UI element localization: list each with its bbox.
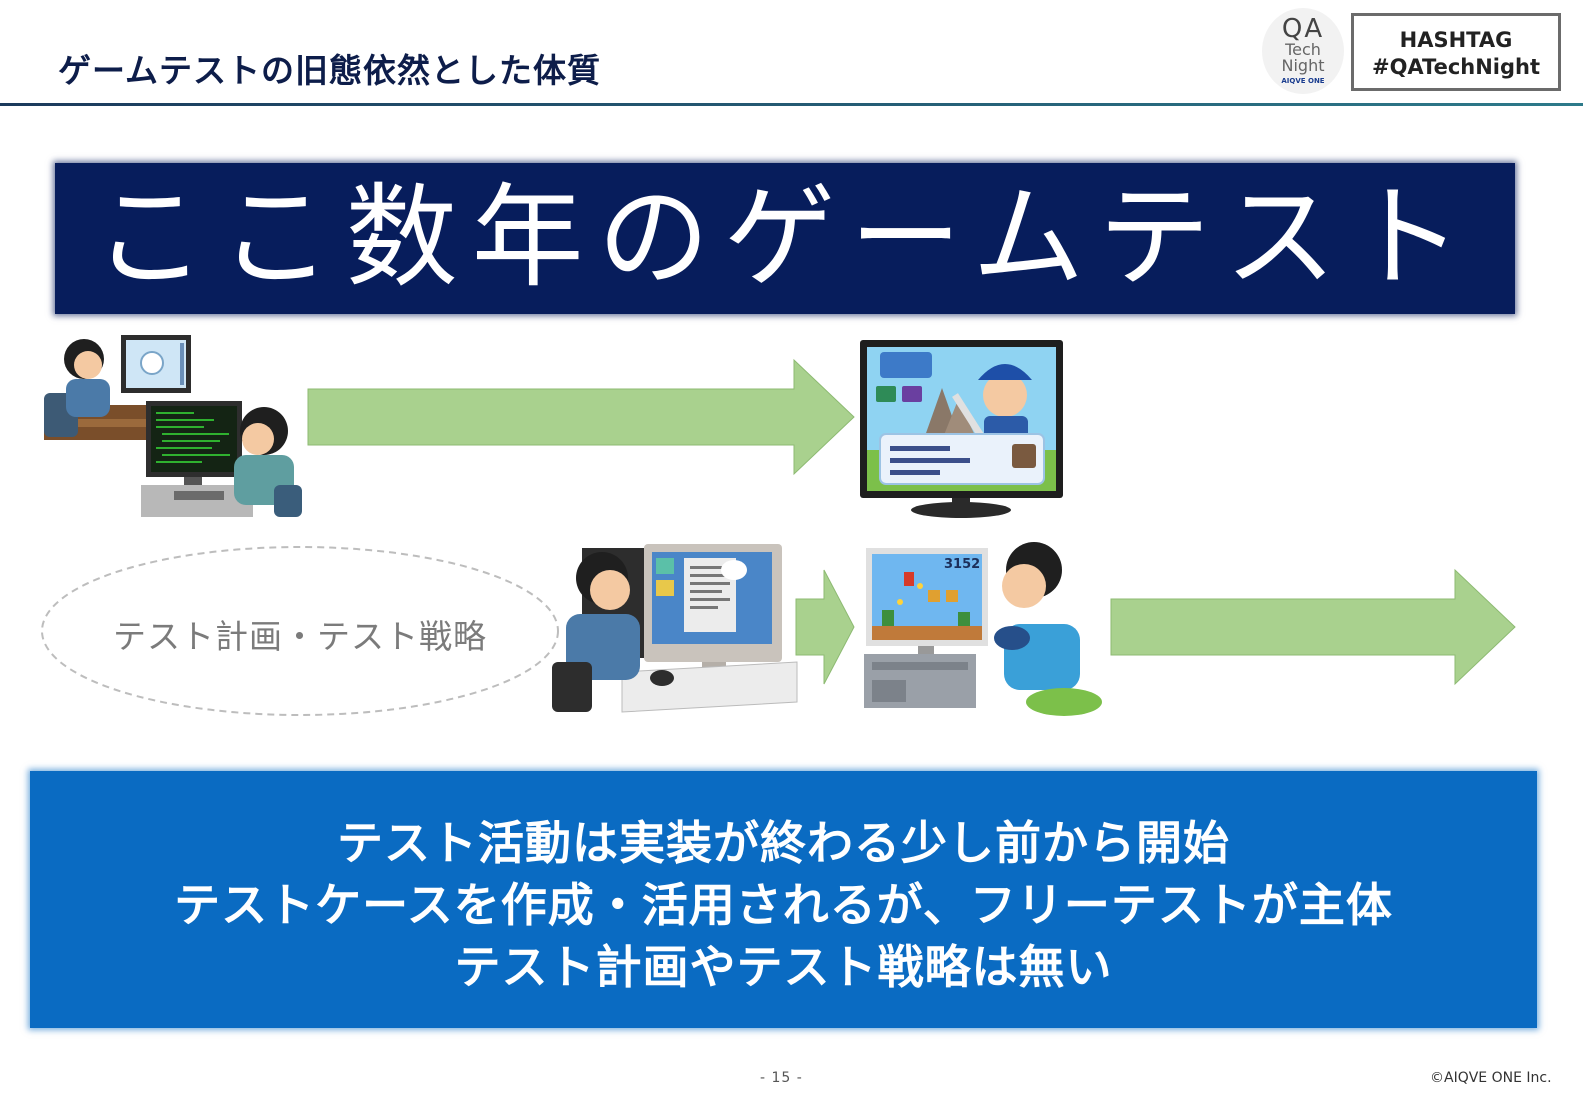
hashtag-label: HASHTAG [1399, 28, 1513, 52]
right-arrow-icon [795, 569, 855, 685]
logo-company: AIQVE ONE [1281, 77, 1325, 85]
test-planning-label: テスト計画・テスト戦略 [113, 617, 487, 656]
hashtag-box: HASHTAG #QATechNight [1351, 13, 1561, 91]
summary-line-1: テスト活動は実装が終わる少し前から開始 [337, 816, 1230, 870]
test-planning-ellipse [41, 546, 559, 716]
game-monitor-illustration [860, 340, 1063, 518]
right-arrow-icon [1110, 568, 1516, 686]
summary-box: テスト活動は実装が終わる少し前から開始 テストケースを作成・活用されるが、フリー… [30, 771, 1537, 1028]
logo-tech: Tech [1285, 40, 1321, 59]
game-score: 3152 [944, 557, 980, 572]
headline-banner: ここ数年のゲームテスト [55, 163, 1515, 314]
slide-title: ゲームテストの旧態依然とした体質 [58, 51, 602, 90]
child-gaming-illustration: 3152 [864, 542, 1102, 716]
logo-qa: QA [1281, 14, 1325, 44]
title-underline [0, 103, 1583, 106]
developers-illustration [44, 335, 302, 517]
tester-at-pc-illustration [552, 544, 798, 713]
copyright: ©AIQVE ONE Inc. [1430, 1070, 1552, 1086]
hashtag-value: #QATechNight [1371, 55, 1541, 79]
logo-night: Night [1281, 56, 1325, 75]
page-number: - 15 - [760, 1070, 803, 1086]
summary-line-2: テストケースを作成・活用されるが、フリーテストが主体 [174, 878, 1393, 932]
qa-tech-night-logo: QA Tech Night AIQVE ONE [1262, 8, 1344, 94]
summary-line-3: テスト計画やテスト戦略は無い [454, 940, 1113, 994]
right-arrow-icon [307, 358, 855, 476]
